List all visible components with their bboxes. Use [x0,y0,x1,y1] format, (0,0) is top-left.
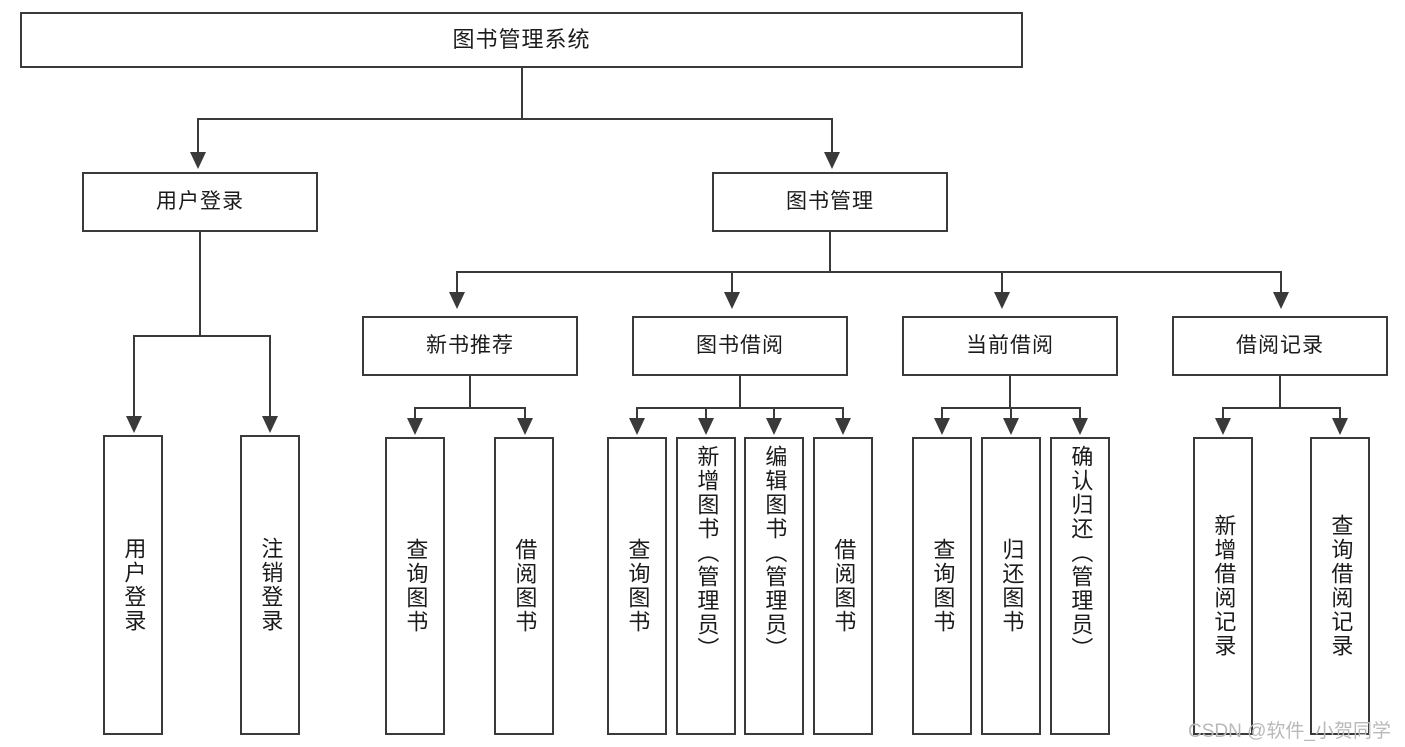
node-root[interactable]: 图书管理系统 [20,12,1023,68]
node-leaf-query-book-3[interactable]: 查询图书 [912,437,972,735]
arrow-book-manage-to-new-book [449,292,465,309]
node-new-book-recommend-label: 新书推荐 [426,334,514,358]
edge-book-manage-branch-4 [1280,271,1282,295]
arrow-new-book-leaf-2 [517,418,533,435]
node-leaf-query-book-1-label: 查询图书 [403,538,429,634]
node-borrow-record-label: 借阅记录 [1236,334,1324,358]
node-book-borrow[interactable]: 图书借阅 [632,316,848,376]
node-leaf-edit-book-label: 编辑图书（管理员） [762,445,788,661]
edge-new-book-stem [469,376,471,409]
node-leaf-user-login[interactable]: 用户登录 [103,435,163,735]
arrow-book-borrow-leaf-2 [698,418,714,435]
node-leaf-return-book[interactable]: 归还图书 [981,437,1041,735]
edge-book-borrow-branch-3 [773,407,775,421]
arrow-user-login-leaf-1 [126,416,142,433]
edge-book-borrow-branch-2 [705,407,707,421]
edge-current-borrow-branch-2 [1010,407,1012,421]
arrow-current-borrow-leaf-3 [1072,418,1088,435]
arrow-borrow-record-leaf-2 [1332,418,1348,435]
edge-user-login-bus [133,335,270,337]
edge-borrow-record-branch-2 [1339,407,1341,421]
edge-current-borrow-branch-3 [1079,407,1081,421]
node-leaf-user-login-label: 用户登录 [121,537,147,633]
edge-book-borrow-stem [739,376,741,409]
edge-borrow-record-bus [1222,407,1339,409]
arrow-user-login-leaf-2 [262,416,278,433]
arrow-borrow-record-leaf-1 [1215,418,1231,435]
edge-book-manage-branch-1 [456,271,458,295]
arrow-root-to-book-manage [824,152,840,169]
edge-book-borrow-branch-1 [636,407,638,421]
edge-book-manage-bus [456,271,1281,273]
node-leaf-borrow-book-2-label: 借阅图书 [831,538,857,634]
arrow-book-manage-to-book-borrow [724,292,740,309]
node-borrow-record[interactable]: 借阅记录 [1172,316,1388,376]
edge-current-borrow-branch-1 [941,407,943,421]
arrow-new-book-leaf-1 [407,418,423,435]
node-root-label: 图书管理系统 [452,26,591,52]
edge-current-borrow-stem [1009,376,1011,409]
edge-root-stem [521,68,523,120]
arrow-book-borrow-leaf-4 [835,418,851,435]
node-user-login-label: 用户登录 [156,190,244,214]
edge-borrow-record-stem [1279,376,1281,409]
node-leaf-user-logout[interactable]: 注销登录 [240,435,300,735]
node-leaf-query-record-label: 查询借阅记录 [1328,514,1354,658]
edge-new-book-branch-1 [414,407,416,421]
arrow-book-borrow-leaf-3 [766,418,782,435]
arrow-book-borrow-leaf-1 [629,418,645,435]
node-leaf-borrow-book-2[interactable]: 借阅图书 [813,437,873,735]
csdn-watermark: CSDN @软件_小贺同学 [1188,721,1391,742]
node-book-borrow-label: 图书借阅 [696,334,784,358]
node-leaf-query-book-3-label: 查询图书 [930,538,956,634]
node-leaf-confirm-return[interactable]: 确认归还（管理员） [1050,437,1110,735]
node-book-manage-label: 图书管理 [786,190,874,214]
edge-book-manage-branch-3 [1001,271,1003,295]
node-leaf-borrow-book-1-label: 借阅图书 [512,538,538,634]
edge-book-borrow-bus [636,407,844,409]
edge-book-manage-stem [829,232,831,273]
node-leaf-return-book-label: 归还图书 [999,538,1025,634]
node-book-manage[interactable]: 图书管理 [712,172,948,232]
arrow-root-to-user-login [190,152,206,169]
node-leaf-query-book-1[interactable]: 查询图书 [385,437,445,735]
arrow-book-manage-to-borrow-record [1273,292,1289,309]
node-current-borrow-label: 当前借阅 [966,334,1054,358]
edge-user-login-branch-2 [269,335,271,419]
node-leaf-add-book[interactable]: 新增图书（管理员） [676,437,736,735]
edge-new-book-bus [414,407,525,409]
edge-borrow-record-branch-1 [1222,407,1224,421]
arrow-current-borrow-leaf-1 [934,418,950,435]
node-leaf-borrow-book-1[interactable]: 借阅图书 [494,437,554,735]
edge-root-to-user-login [197,118,199,156]
edge-user-login-branch-1 [133,335,135,419]
edge-root-to-book-manage [831,118,833,156]
node-current-borrow[interactable]: 当前借阅 [902,316,1118,376]
edge-new-book-branch-2 [524,407,526,421]
node-leaf-user-logout-label: 注销登录 [258,537,284,633]
node-leaf-add-book-label: 新增图书（管理员） [694,445,720,661]
node-user-login[interactable]: 用户登录 [82,172,318,232]
node-leaf-edit-book[interactable]: 编辑图书（管理员） [744,437,804,735]
node-leaf-query-book-2[interactable]: 查询图书 [607,437,667,735]
edge-root-bus [197,118,833,120]
node-leaf-add-record-label: 新增借阅记录 [1211,514,1237,658]
arrow-book-manage-to-current-borrow [994,292,1010,309]
edge-user-login-stem [199,232,201,337]
edge-book-borrow-branch-4 [842,407,844,421]
node-leaf-add-record[interactable]: 新增借阅记录 [1193,437,1253,735]
arrow-current-borrow-leaf-2 [1003,418,1019,435]
edge-book-manage-branch-2 [731,271,733,295]
node-leaf-query-book-2-label: 查询图书 [625,538,651,634]
node-leaf-query-record[interactable]: 查询借阅记录 [1310,437,1370,735]
node-leaf-confirm-return-label: 确认归还（管理员） [1068,445,1094,661]
node-new-book-recommend[interactable]: 新书推荐 [362,316,578,376]
